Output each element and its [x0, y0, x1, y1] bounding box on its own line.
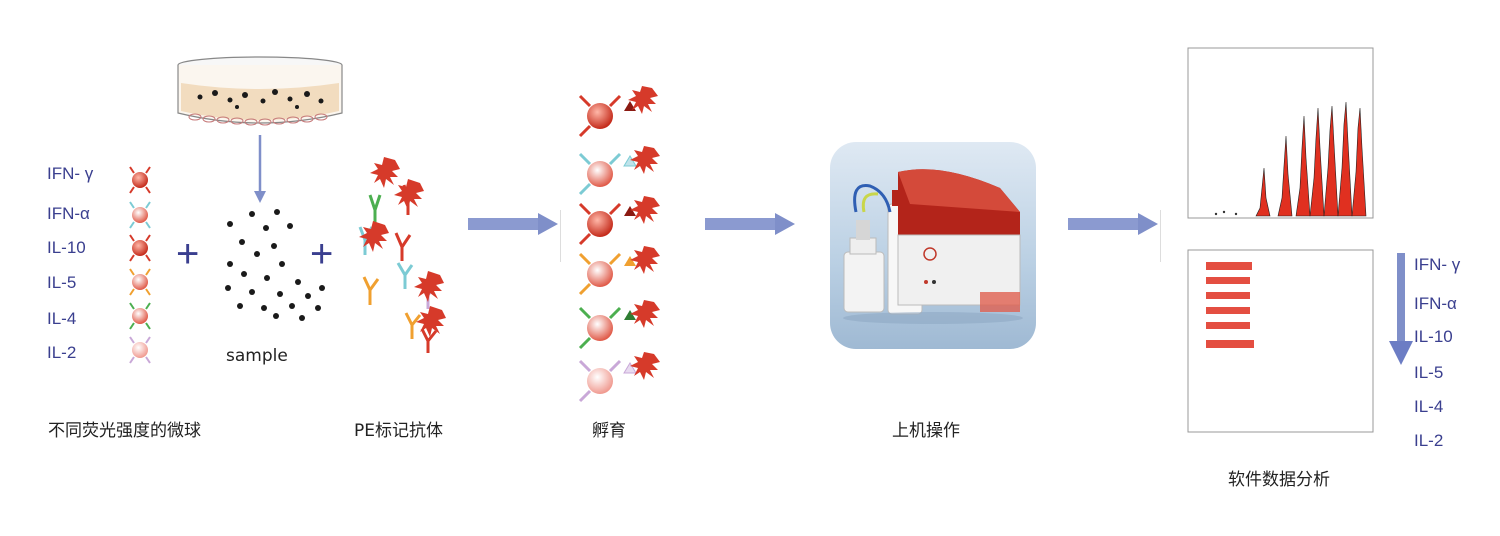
step-arrow-icon: [1068, 213, 1158, 235]
histogram-plot: [1187, 47, 1374, 219]
pe-antibody-icon: [358, 157, 446, 353]
flow-cytometer-image: [830, 142, 1036, 349]
down-arrow-icon: [1389, 253, 1413, 365]
step-caption-incubate: 孵育: [592, 421, 626, 441]
sample-label: sample: [226, 346, 288, 366]
step-arrow-icon: [705, 213, 795, 235]
cytokine-label: IL-4: [1414, 397, 1444, 416]
step-caption-run: 上机操作: [892, 421, 960, 441]
down-arrow-icon: [254, 135, 266, 203]
incubation-complex-icon: [578, 86, 660, 403]
divider: [560, 210, 561, 262]
plus-sign: +: [310, 232, 334, 276]
cytokine-label: IFN-α: [1414, 294, 1457, 313]
petri-dish-icon: [177, 56, 343, 126]
step-arrow-icon: [468, 213, 558, 235]
cytokine-label: IL-2: [47, 343, 77, 362]
cytokine-label: IL-5: [1414, 363, 1444, 382]
cytokine-label: IL-2: [1414, 431, 1444, 450]
plus-sign: +: [176, 232, 200, 276]
cytokine-label: IL-10: [47, 238, 86, 257]
cytokine-label: IFN-α: [47, 204, 90, 223]
step-caption-antibody: PE标记抗体: [354, 421, 443, 441]
step-caption-beads: 不同荧光强度的微球: [48, 421, 201, 441]
cytokine-label: IL-4: [47, 309, 77, 328]
scatter-plot: [1187, 249, 1374, 433]
sample-particles-icon: [225, 209, 325, 321]
cytokine-label: IL-10: [1414, 327, 1453, 346]
cytokine-label: IL-5: [47, 273, 77, 292]
cytokine-label: IFN- γ: [47, 164, 94, 183]
cytokine-label: IFN- γ: [1414, 255, 1461, 274]
bead-stack-icon: [129, 166, 151, 364]
step-caption-analysis: 软件数据分析: [1228, 470, 1330, 490]
divider: [1160, 210, 1161, 262]
